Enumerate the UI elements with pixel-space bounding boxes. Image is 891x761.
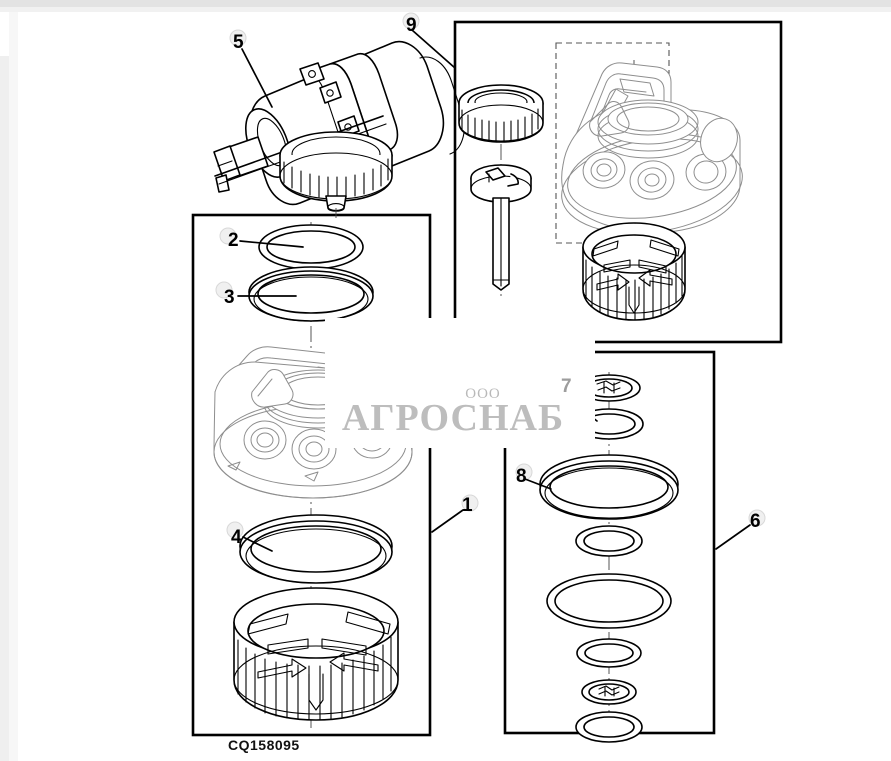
window-chrome-left [0, 12, 9, 761]
box-drain-valve-and-collar [453, 20, 783, 344]
callout-5: 5 [233, 32, 244, 53]
window-chrome-top-secondary [0, 7, 891, 12]
callout-7: 7 [561, 376, 572, 397]
callout-1: 1 [462, 495, 473, 516]
filter-head-ghost-lower [213, 346, 413, 499]
box-fuel-filter-bowl-assembly [191, 213, 432, 737]
fuel-filter-sensor-assembly [213, 40, 465, 212]
callout-2: 2 [228, 230, 239, 251]
o-ring-kit-sixth [576, 638, 642, 668]
knurled-cap [458, 84, 544, 143]
callout-8: 8 [516, 466, 527, 487]
callout-bubble-3 [215, 281, 233, 299]
seal-ring-bowl [239, 514, 393, 584]
o-ring-upper-large [248, 266, 374, 322]
leader-5 [241, 48, 273, 108]
o-ring-upper-small [258, 224, 364, 270]
callout-bubble-9 [402, 12, 420, 30]
window-chrome-left-secondary [9, 12, 18, 761]
callout-bubble-1 [461, 494, 479, 512]
filter-head-ghost-upper [561, 62, 743, 234]
o-ring-kit-bottom [575, 711, 643, 743]
o-ring-kit-fifth [546, 573, 672, 629]
callout-6: 6 [750, 511, 761, 532]
window-chrome-top [0, 0, 891, 7]
part-number-label: CQ158095 [228, 737, 300, 753]
o-ring-kit-second [574, 408, 644, 440]
retaining-collar-upper [582, 222, 686, 321]
callout-bubble-4 [226, 521, 244, 539]
callout-4: 4 [231, 527, 242, 548]
leader-9 [411, 29, 456, 69]
leader-4 [242, 536, 273, 552]
drain-valve-stem [470, 164, 532, 291]
leader-1 [431, 509, 464, 533]
callout-bubble-2 [219, 227, 237, 245]
seal-kit-large-gasket [539, 454, 679, 520]
knurl-ribs [283, 158, 389, 199]
window-chrome-corner-panel [0, 12, 9, 56]
callout-3: 3 [224, 287, 235, 308]
washer-textured-top [577, 374, 641, 402]
callout-bubble-8 [515, 463, 533, 481]
retaining-collar-lower [233, 587, 399, 721]
leader-2 [239, 240, 304, 248]
o-ring-kit-fourth [575, 525, 643, 557]
callout-9: 9 [406, 15, 417, 36]
callout-bubble-6 [748, 509, 766, 527]
washer-textured-lower [581, 679, 637, 705]
callout-bubble-5 [229, 29, 247, 47]
leader-6 [715, 524, 751, 550]
leader-8 [524, 478, 552, 490]
